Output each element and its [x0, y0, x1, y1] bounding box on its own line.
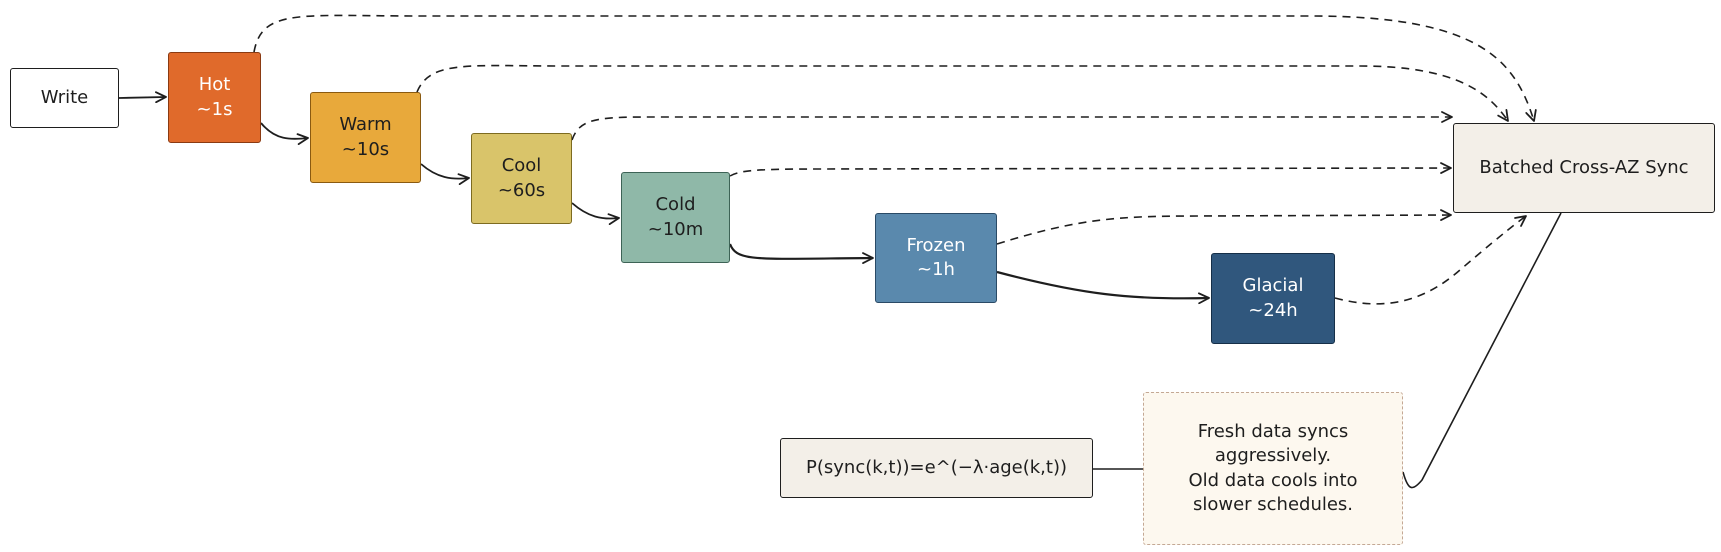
node-write: Write [10, 68, 119, 128]
edge-frozen-sync [996, 209, 1452, 245]
edge-cold-sync [729, 162, 1452, 177]
node-glacial-label: Glacial ~24h [1242, 275, 1304, 321]
node-hot: Hot ~1s [168, 52, 261, 143]
node-glacial: Glacial ~24h [1211, 253, 1335, 344]
node-cold: Cold ~10m [621, 172, 730, 263]
node-batched-sync: Batched Cross-AZ Sync [1453, 123, 1715, 213]
edge-glacial-sync [1334, 215, 1527, 305]
node-formula-label: P(sync(k,t))=e^(−λ·age(k,t)) [806, 456, 1067, 478]
edge-frozen-glacial [996, 270, 1210, 305]
node-formula: P(sync(k,t))=e^(−λ·age(k,t)) [780, 438, 1093, 498]
node-cold-label: Cold ~10m [647, 194, 704, 240]
node-batched-sync-label: Batched Cross-AZ Sync [1479, 156, 1689, 178]
edge-cool-sync [571, 111, 1453, 141]
edge-warm-sync [416, 64, 1509, 122]
node-write-label: Write [40, 86, 89, 108]
edge-cold-frozen [728, 243, 874, 264]
node-frozen-label: Frozen ~1h [906, 234, 966, 280]
edge-hot-warm [260, 122, 309, 145]
edge-cool-cold [571, 202, 620, 226]
edge-warm-cool [420, 163, 470, 186]
node-note-label: Fresh data syncs aggressively. Old data … [1188, 420, 1358, 515]
node-hot-label: Hot ~1s [196, 74, 233, 120]
node-note: Fresh data syncs aggressively. Old data … [1143, 392, 1403, 545]
edge-hot-sync [253, 14, 1537, 122]
node-warm-label: Warm ~10s [339, 114, 392, 160]
node-frozen: Frozen ~1h [875, 213, 997, 303]
node-warm: Warm ~10s [310, 92, 421, 183]
edge-note-sync [1402, 212, 1562, 489]
edge-write-hot [118, 91, 167, 104]
node-cool: Cool ~60s [471, 133, 572, 224]
node-cool-label: Cool ~60s [497, 155, 546, 201]
